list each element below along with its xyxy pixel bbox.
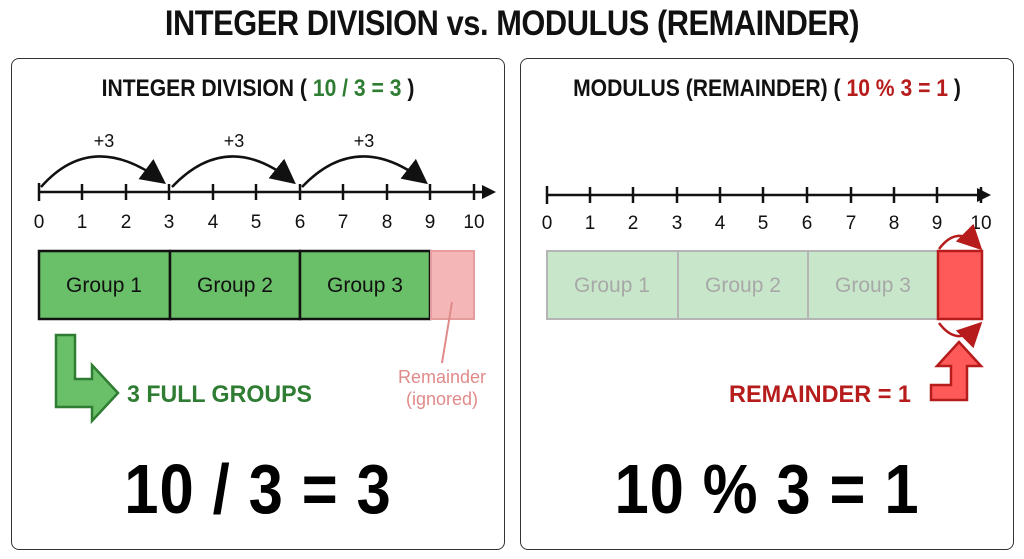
- title-prefix: MODULUS (REMAINDER) (: [573, 75, 841, 102]
- title-expression: 10 % 3 = 1: [846, 75, 949, 102]
- tick-label: 7: [846, 213, 857, 234]
- remainder-label-ignored: (ignored): [406, 389, 478, 409]
- tick-labels: 0 1 2 3 4 5 6 7 8 9 10: [34, 212, 485, 233]
- group-label: Group 3: [327, 274, 403, 297]
- group-bar: [37, 249, 475, 321]
- jump-label: +3: [354, 131, 375, 151]
- tick-label: 4: [715, 213, 726, 234]
- up-arrow-icon: [929, 340, 984, 402]
- curved-arrow-icon: [938, 223, 983, 251]
- modulus-panel: MODULUS (REMAINDER) ( 10 % 3 = 1 ): [520, 58, 1014, 550]
- title-suffix: ): [407, 75, 415, 102]
- group-label: Group 1: [574, 274, 650, 297]
- group-label: Group 3: [835, 274, 911, 297]
- group-label: Group 2: [705, 274, 781, 297]
- tick-label: 7: [338, 212, 349, 233]
- jump-label: +3: [94, 131, 115, 151]
- tick-label: 9: [425, 212, 436, 233]
- remainder-pointer: [441, 301, 453, 364]
- integer-division-equation: 10 / 3 = 3: [124, 450, 392, 528]
- tick-label: 9: [932, 213, 943, 234]
- group-label: Group 2: [197, 274, 273, 297]
- tick-label: 2: [628, 213, 639, 234]
- tick-label: 6: [295, 212, 306, 233]
- remainder-label: Remainder: [398, 367, 486, 387]
- modulus-equation: 10 % 3 = 1: [614, 450, 920, 528]
- tick-labels: 0 1 2 3 4 5 6 7 8 9 10: [542, 213, 992, 234]
- title-prefix: INTEGER DIVISION (: [101, 75, 307, 102]
- tick-label: 1: [77, 212, 88, 233]
- tick-label: 5: [251, 212, 262, 233]
- panel-title-modulus: MODULUS (REMAINDER) ( 10 % 3 = 1 ): [551, 75, 984, 103]
- jump-labels: +3 +3 +3: [94, 131, 375, 151]
- remainder-block: [936, 249, 984, 321]
- tick-label: 6: [802, 213, 813, 234]
- group-bar-faded: [546, 249, 984, 321]
- number-line: [37, 183, 496, 201]
- full-groups-label: 3 FULL GROUPS: [127, 381, 312, 408]
- group-label: Group 1: [66, 274, 142, 297]
- tick-label: 10: [970, 213, 991, 234]
- tick-label: 8: [382, 212, 393, 233]
- number-line: [545, 186, 991, 204]
- tick-label: 4: [208, 212, 219, 233]
- integer-division-diagram: +3 +3 +3 0 1 2 3 4 5 6 7: [34, 131, 496, 425]
- modulus-diagram: 0 1 2 3 4 5 6 7 8 9 10 Group 1 Group 2 G…: [542, 186, 992, 408]
- tick-label: 10: [463, 212, 484, 233]
- tick-label: 8: [889, 213, 900, 234]
- integer-division-panel: INTEGER DIVISION ( 10 / 3 = 3 ) +3 +3 +3: [11, 58, 505, 550]
- tick-label: 1: [585, 213, 596, 234]
- jump-arcs: [40, 155, 428, 188]
- l-arrow-icon: [54, 333, 120, 425]
- tick-label: 2: [121, 212, 132, 233]
- tick-label: 5: [758, 213, 769, 234]
- remainder-label: REMAINDER = 1: [729, 381, 911, 408]
- title-expression: 10 / 3 = 3: [312, 75, 402, 102]
- tick-label: 0: [542, 213, 553, 234]
- main-title: INTEGER DIVISION vs. MODULUS (REMAINDER): [164, 4, 860, 43]
- panel-title-integer-division: INTEGER DIVISION ( 10 / 3 = 3 ): [42, 75, 475, 103]
- jump-label: +3: [224, 131, 245, 151]
- tick-label: 0: [34, 212, 45, 233]
- title-suffix: ): [953, 75, 961, 102]
- tick-label: 3: [164, 212, 175, 233]
- tick-label: 3: [672, 213, 683, 234]
- curved-arrow-icon: [938, 321, 983, 349]
